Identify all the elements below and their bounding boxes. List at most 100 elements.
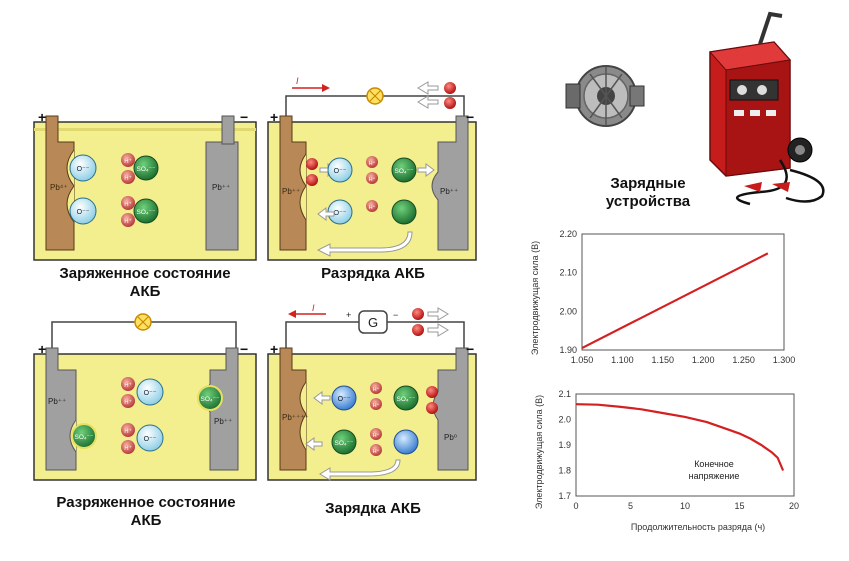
pb-cathode-label: Pb⁺⁺ xyxy=(440,187,458,196)
oxygen-ion-label: O⁻⁻ xyxy=(77,209,90,216)
sulfate-ion-label: SO₄⁻⁻ xyxy=(335,440,354,447)
chart-y-axis-label: Электродвижущая сила (В) xyxy=(534,395,544,509)
reaction-arrow xyxy=(316,231,413,257)
chart-x-tick-label: 20 xyxy=(789,501,799,511)
caption-discharged: Разряженное состояние АКБ xyxy=(28,494,264,530)
hydrogen-ion-label: H⁺ xyxy=(369,204,376,211)
oxygen-ion: O⁻⁻ xyxy=(69,197,97,225)
plus-sign: + xyxy=(270,109,278,125)
electrolyte-surface xyxy=(34,128,256,131)
reaction-arrow xyxy=(317,207,335,221)
sulfate-ion: SO₄⁻⁻ xyxy=(393,385,419,411)
hydrogen-ion: H⁺ xyxy=(121,440,135,454)
chart-x-tick-label: 10 xyxy=(680,501,690,511)
hydrogen-ion: H⁺ xyxy=(370,428,382,440)
hydrogen-ion: H⁺ xyxy=(121,423,135,437)
chart-y-ticks: 1.71.81.92.02.1 xyxy=(558,389,571,501)
oxygen-ion: O⁻⁻ xyxy=(69,154,97,182)
sulfate-ion: SO₄⁻⁻ xyxy=(331,429,357,455)
anode-plate xyxy=(279,115,307,251)
hydrogen-ion-label: H⁺ xyxy=(124,175,132,182)
hydrogen-ion: H⁺ xyxy=(121,213,135,227)
oxygen-ion-label: O⁻⁻ xyxy=(77,166,90,173)
hydrogen-ion: H⁺ xyxy=(121,394,135,408)
anode-plate xyxy=(45,347,77,471)
electron xyxy=(306,174,318,186)
sulfate-ion-label: SO₄⁻⁻ xyxy=(397,396,416,403)
hydrogen-ion-label: H⁺ xyxy=(124,201,132,208)
hydrogen-ion: H⁺ xyxy=(121,153,135,167)
oxygen-ion-label: O⁻⁻ xyxy=(144,390,157,397)
oxygen-ion: O⁻⁻ xyxy=(136,424,164,452)
chart-y-tick-label: 2.00 xyxy=(559,306,577,316)
hydrogen-ion-label: H⁺ xyxy=(124,382,132,389)
current-arrow-head xyxy=(288,310,296,318)
hydrogen-ion-label: H⁺ xyxy=(124,158,132,165)
chart-annotation: напряжение xyxy=(689,471,740,481)
oxygen-ion: O⁻⁻ xyxy=(327,157,353,183)
chart-x-tick-label: 1.050 xyxy=(571,355,594,365)
reaction-arrow xyxy=(417,163,435,177)
hydrogen-ion-label: H⁺ xyxy=(124,399,132,406)
chart-y-tick-label: 1.9 xyxy=(558,440,571,450)
chart-x-tick-label: 1.200 xyxy=(692,355,715,365)
plus-sign: + xyxy=(270,341,278,357)
pb-anode-label: Pb⁺⁺ xyxy=(48,397,66,406)
sulfate-ion xyxy=(391,199,417,225)
electron xyxy=(426,402,438,414)
minus-sign: − xyxy=(466,341,474,357)
cathode-plate xyxy=(431,115,469,251)
anode-plate xyxy=(45,115,75,251)
sulfate-ion-label: SO₄⁻⁻ xyxy=(395,168,414,175)
sulfate-ion: SO₄⁻⁻ xyxy=(133,155,159,181)
sulfate-ion-label: SO₄⁻⁻ xyxy=(201,396,220,403)
current-label: I xyxy=(296,76,299,86)
caption-line: АКБ xyxy=(129,283,161,300)
caption-chargers: Зарядные устройства xyxy=(578,175,718,211)
electron-flow xyxy=(412,307,449,337)
chart-annotation: Конечное xyxy=(694,459,734,469)
chart-x-tick-label: 1.250 xyxy=(732,355,755,365)
caption-line: Зарядные xyxy=(610,175,686,192)
oxygen-ion: O⁻⁻ xyxy=(136,378,164,406)
chart-y-tick-label: 2.20 xyxy=(559,229,577,239)
chart-y-ticks: 1.902.002.102.20 xyxy=(559,229,577,355)
pb-cathode-label: Pb⁰ xyxy=(444,433,457,442)
hydrogen-ion: H⁺ xyxy=(370,444,382,456)
battery-discharged-diagram: + − Pb⁺⁺ Pb⁺⁺ SO₄⁻⁻ SO₄⁻⁻ H⁺ H⁺ H⁺ H⁺ O⁻… xyxy=(33,313,257,481)
anode-notch xyxy=(299,381,307,451)
oxygen-ion-label: O⁻⁻ xyxy=(338,396,351,403)
hydrogen-ion-label: H⁺ xyxy=(369,160,376,167)
hydrogen-ion-label: H⁺ xyxy=(373,402,380,409)
chart-x-tick-label: 1.300 xyxy=(773,355,796,365)
oxygen-ion-label: O⁻⁻ xyxy=(144,436,157,443)
hydrogen-ion-label: H⁺ xyxy=(373,448,380,455)
chart-x-tick-label: 5 xyxy=(628,501,633,511)
hydrogen-ion-label: H⁺ xyxy=(373,432,380,439)
galvanometer-icon: G xyxy=(358,310,388,334)
caption-line: устройства xyxy=(605,193,691,210)
sulfate-ion-label: SO₄⁻⁻ xyxy=(137,166,156,173)
pb-anode-label: Pb⁺⁺⁺⁺ xyxy=(282,413,309,422)
hydrogen-ion: H⁺ xyxy=(366,172,378,184)
caption-line: Разрядка АКБ xyxy=(321,265,425,282)
sulfate-ion: SO₄⁻⁻ xyxy=(391,157,417,183)
chart-annotation-box xyxy=(678,456,750,484)
caption-charged: Заряженное состояние АКБ xyxy=(30,265,260,301)
pb-anode-label: Pb⁴⁺ xyxy=(50,183,67,192)
reaction-arrow xyxy=(305,437,323,451)
reaction-arrow xyxy=(313,391,331,405)
chart-y-tick-label: 2.1 xyxy=(558,389,571,399)
anode-notch xyxy=(299,153,307,221)
cathode-plate xyxy=(205,141,239,251)
oxygen-ion xyxy=(393,429,419,455)
anode-plate xyxy=(279,347,307,471)
chart-series-line xyxy=(575,403,785,471)
battery-charged-diagram: + − Pb⁴⁺ Pb⁺⁺ O⁻⁻ O⁻⁻ H⁺ H⁺ H⁺ H⁺ SO₄⁻⁻ … xyxy=(33,109,257,261)
chart-y-tick-label: 2.10 xyxy=(559,268,577,278)
cathode-terminal xyxy=(221,115,235,145)
hydrogen-ion-label: H⁺ xyxy=(369,176,376,183)
